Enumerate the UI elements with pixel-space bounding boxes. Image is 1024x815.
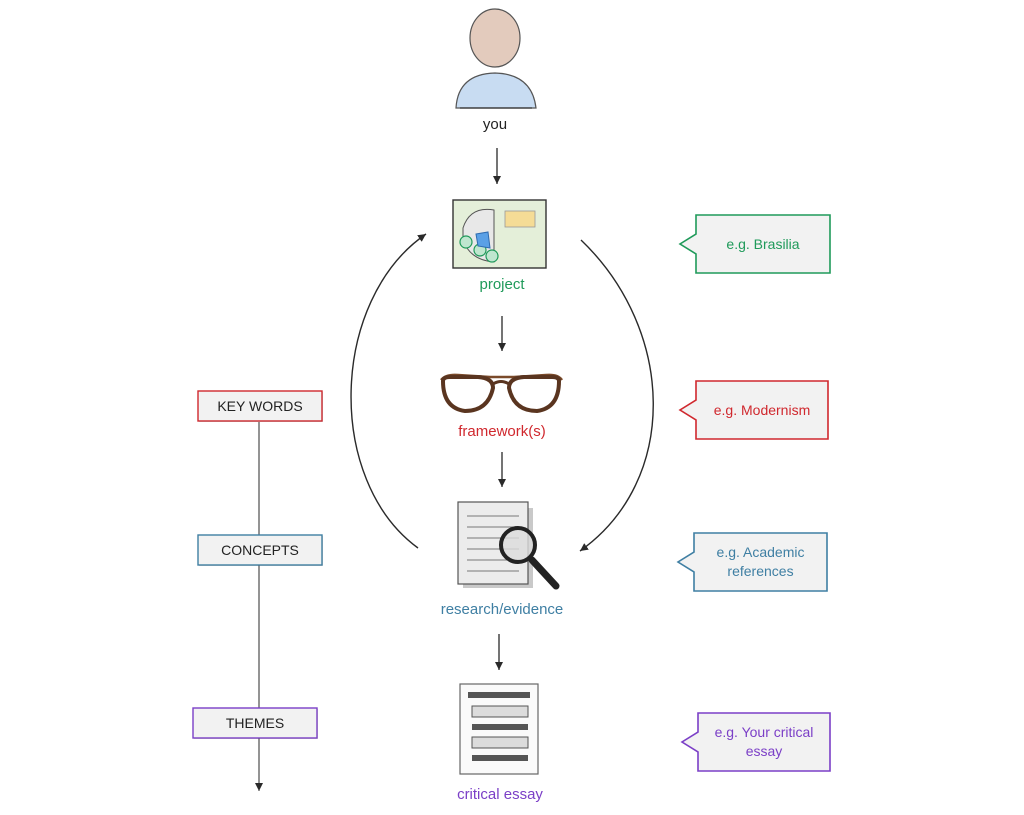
concepts-box: CONCEPTS <box>198 535 322 565</box>
site-plan-icon <box>452 199 547 269</box>
key-words-box: KEY WORDS <box>198 391 322 421</box>
essay-document-icon <box>459 683 539 775</box>
callout-shape-project <box>678 214 831 274</box>
arrow-project-to-research-loop <box>579 239 654 552</box>
person-avatar-icon <box>455 8 537 109</box>
concepts-box-border <box>197 534 323 566</box>
critical-essay-label: critical essay <box>457 786 543 803</box>
you-label: you <box>482 116 508 133</box>
callout-shape-essay <box>680 712 831 772</box>
glasses-icon <box>440 373 563 414</box>
callout-essay: e.g. Your critical essay <box>714 724 814 759</box>
callout-shape-framework <box>678 380 829 440</box>
callout-shape-research <box>676 532 828 592</box>
research-label: research/evidence <box>440 601 564 618</box>
callout-framework: e.g. Modernism <box>713 401 811 418</box>
arrow-research-to-project-loop <box>350 233 427 549</box>
callout-research: e.g. Academic references <box>716 544 805 579</box>
framework-label: framework(s) <box>458 423 546 440</box>
document-magnifier-icon <box>457 501 560 590</box>
key-words-box-border <box>197 390 323 422</box>
themes-box: THEMES <box>193 708 317 738</box>
callout-project: e.g. Brasilia <box>726 235 800 252</box>
themes-box-border <box>192 707 318 739</box>
project-label: project <box>479 276 525 293</box>
